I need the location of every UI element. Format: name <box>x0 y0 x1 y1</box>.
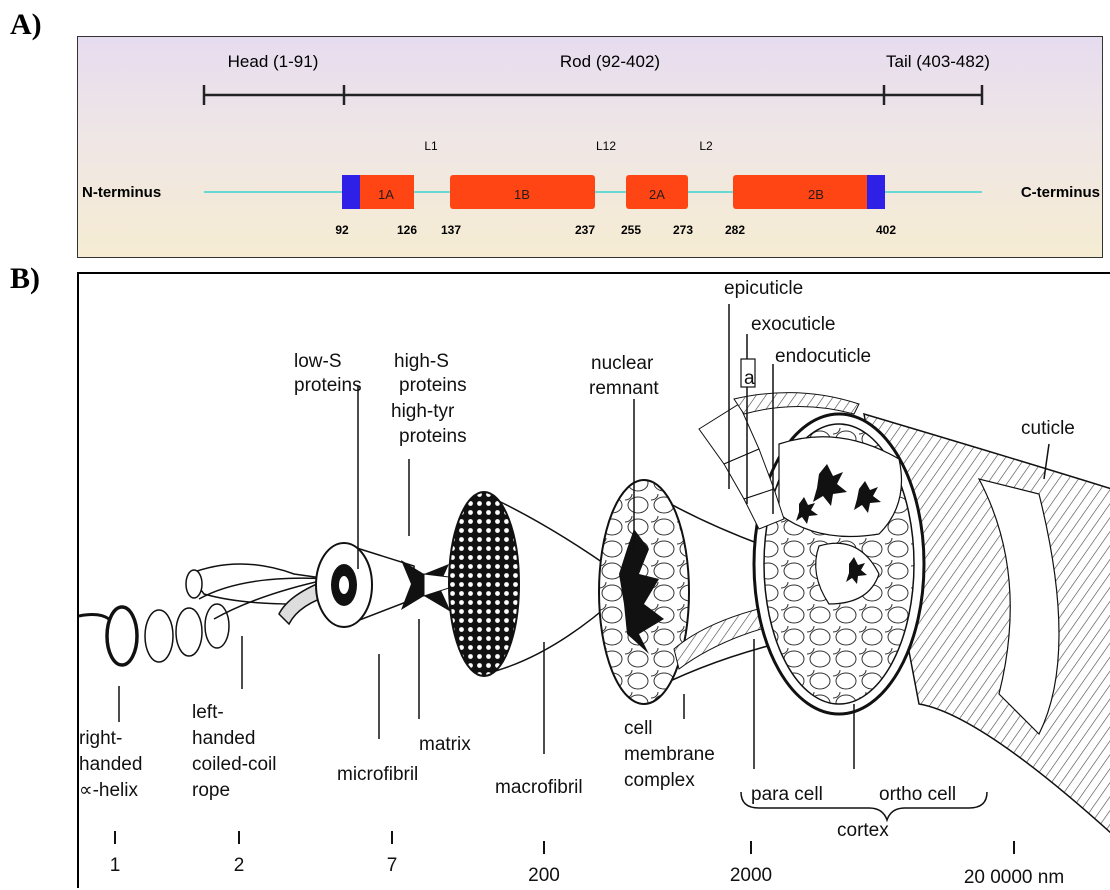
para-cell-label: para cell <box>751 784 823 805</box>
scale-7: 7 <box>387 855 398 876</box>
a-label: a <box>744 368 755 389</box>
linker-l12-label: L12 <box>596 139 616 153</box>
right-handed-label-line2: handed <box>79 754 142 775</box>
segment-1b-label: 1B <box>514 187 530 202</box>
head-label: Head (1-91) <box>228 52 319 71</box>
cuticle-label: cuticle <box>1021 418 1075 439</box>
position-137: 137 <box>441 223 461 237</box>
segment-1a-label: 1A <box>378 187 394 202</box>
high-s-label-line2: proteins <box>399 375 467 396</box>
macrofibril-label: macrofibril <box>495 777 583 798</box>
coiled-coil-rope-drawing <box>186 564 334 624</box>
high-tyr-label-line1: high-tyr <box>391 401 455 422</box>
epicuticle-label: epicuticle <box>724 278 803 299</box>
linker-l1-label: L1 <box>424 139 438 153</box>
position-402: 402 <box>876 223 896 237</box>
left-handed-label-line4: rope <box>192 780 230 801</box>
cmc-label-line1: cell <box>624 718 653 739</box>
right-handed-label-line1: right- <box>79 728 122 749</box>
right-handed-label-line3: ∝-helix <box>79 780 138 801</box>
cmc-label-line2: membrane <box>624 744 715 765</box>
tail-cap <box>867 175 885 209</box>
high-s-label-line1: high-S <box>394 351 449 372</box>
rod-label: Rod (92-402) <box>560 52 660 71</box>
c-terminus-label: C-terminus <box>1021 184 1100 201</box>
matrix-label: matrix <box>419 734 471 755</box>
macrofibril-drawing <box>449 492 619 676</box>
scale-20-0000-nm: 20 0000 nm <box>964 867 1064 888</box>
scale-2: 2 <box>234 855 245 876</box>
left-handed-label-line2: handed <box>192 728 255 749</box>
n-terminus-label: N-terminus <box>82 184 161 201</box>
nuclear-remnant-label-line1: nuclear <box>591 353 654 374</box>
ortho-cell-label: ortho cell <box>879 784 956 805</box>
high-tyr-label-line2: proteins <box>399 426 467 447</box>
nuclear-remnant-label-line2: remnant <box>589 378 659 399</box>
left-handed-label-line1: left- <box>192 702 224 723</box>
segment-2b-label: 2B <box>808 187 824 202</box>
scale-200: 200 <box>528 865 560 886</box>
alpha-helix-drawing <box>79 604 229 665</box>
endocuticle-label: endocuticle <box>775 346 871 367</box>
low-s-label-line1: low-S <box>294 351 342 372</box>
domain-structure-panel: Head (1-91) Rod (92-402) Tail (403-482) … <box>77 36 1103 258</box>
segment-2a-label: 2A <box>649 187 665 202</box>
position-282: 282 <box>725 223 745 237</box>
position-92: 92 <box>335 223 349 237</box>
tail-label: Tail (403-482) <box>886 52 990 71</box>
linker-l2-label: L2 <box>699 139 713 153</box>
cortex-label: cortex <box>837 820 889 841</box>
panel-a-label: A) <box>10 8 42 42</box>
cmc-label-line3: complex <box>624 770 695 791</box>
panel-b-label: B) <box>10 262 40 296</box>
position-126: 126 <box>397 223 417 237</box>
position-273: 273 <box>673 223 693 237</box>
fiber-structure-svg: epicuticle exocuticle endocuticle a cuti… <box>79 274 1110 890</box>
microfibril-label: microfibril <box>337 764 418 785</box>
position-255: 255 <box>621 223 641 237</box>
fiber-structure-panel: epicuticle exocuticle endocuticle a cuti… <box>77 272 1110 888</box>
position-237: 237 <box>575 223 595 237</box>
cortex-drawing <box>699 393 1110 834</box>
microfibril-drawing <box>316 543 414 627</box>
low-s-label-line2: proteins <box>294 375 362 396</box>
domain-span-bar <box>204 85 982 105</box>
head-cap <box>342 175 360 209</box>
scale-1: 1 <box>110 855 121 876</box>
left-handed-label-line3: coiled-coil <box>192 754 276 775</box>
scale-2000: 2000 <box>730 865 772 886</box>
exocuticle-label: exocuticle <box>751 314 836 335</box>
domain-structure-svg: Head (1-91) Rod (92-402) Tail (403-482) … <box>78 37 1104 259</box>
